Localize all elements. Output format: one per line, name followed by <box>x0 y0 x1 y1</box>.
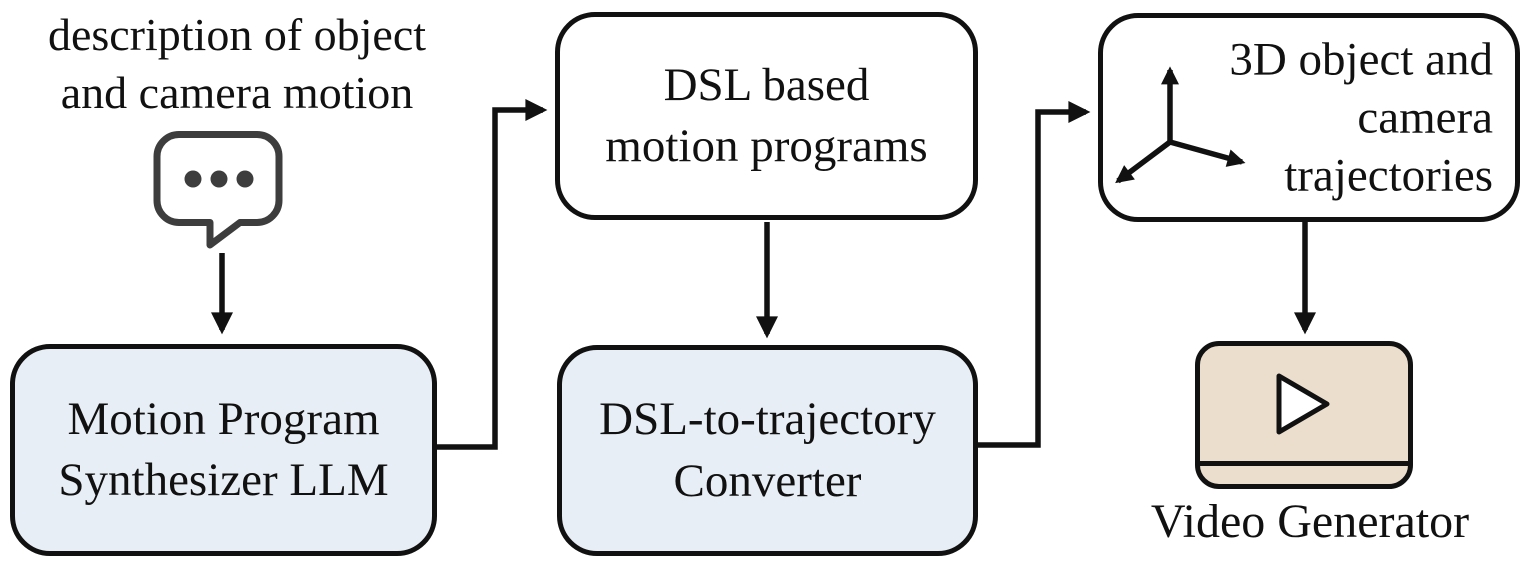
input-description-label: description of object and camera motion <box>47 9 427 118</box>
arrow-llm-to-dsl <box>437 99 548 450</box>
video-player-play-icon <box>1195 341 1413 489</box>
bubble-dot <box>184 170 202 188</box>
node-llm-label: Motion Program Synthesizer LLM <box>58 392 389 506</box>
arrow-converter-to-trajectories <box>978 101 1091 448</box>
video-generator-label: Video Generator <box>1150 495 1470 548</box>
video-progress-bar <box>1200 461 1408 466</box>
node-dsl-motion-programs: DSL based motion programs <box>555 12 978 220</box>
speech-bubble-ellipsis-icon <box>153 131 283 249</box>
node-trajectories-label: 3D object and camera trajectories <box>1229 33 1493 202</box>
node-motion-program-synthesizer-llm: Motion Program Synthesizer LLM <box>10 344 437 556</box>
node-converter-label: DSL-to-trajectory Converter <box>599 393 936 507</box>
play-triangle-icon <box>1276 373 1330 434</box>
3d-axes-icon <box>1115 66 1246 184</box>
bubble-dot <box>236 170 254 188</box>
bubble-dot <box>210 170 228 188</box>
node-dsl-to-trajectory-converter: DSL-to-trajectory Converter <box>557 345 978 556</box>
node-dsl-label: DSL based motion programs <box>605 58 928 172</box>
